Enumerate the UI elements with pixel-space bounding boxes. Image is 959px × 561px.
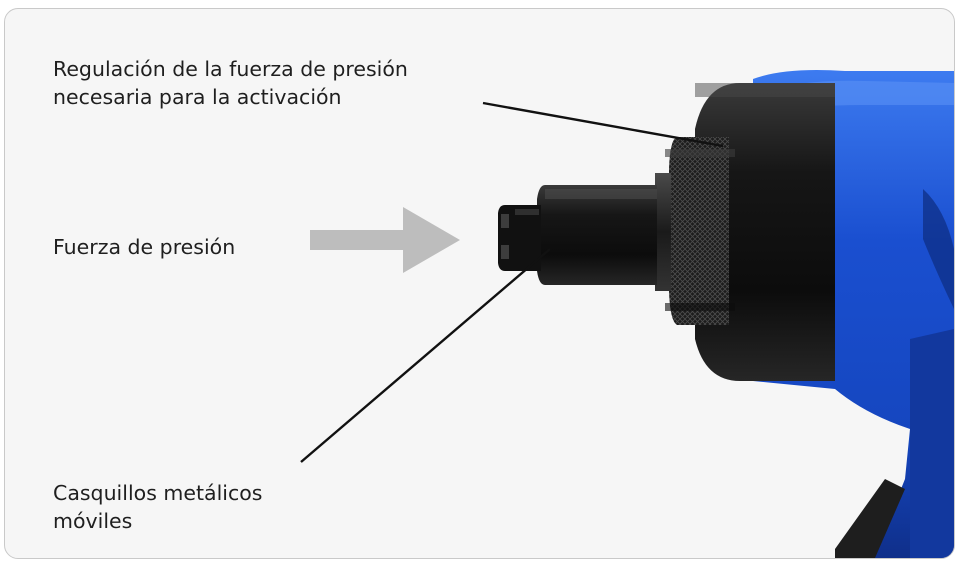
tool-handle: [835, 479, 905, 558]
metal-sleeves: [498, 205, 541, 271]
diagram-frame: Regulación de la fuerza de presión neces…: [4, 8, 955, 559]
label-casquillos-line2: móviles: [53, 509, 133, 533]
leader-line-casquillos: [300, 248, 551, 463]
tool-illustration: [300, 70, 954, 558]
nozzle-barrel: [537, 185, 657, 285]
label-casquillos: Casquillos metálicos móviles: [53, 479, 262, 535]
adjustment-ring: [665, 137, 735, 325]
label-regulacion: Regulación de la fuerza de presión neces…: [53, 55, 408, 111]
label-fuerza: Fuerza de presión: [53, 235, 236, 259]
right-arrow-icon: [310, 207, 460, 273]
leader-line-regulacion: [482, 101, 724, 148]
label-regulacion-line1: Regulación de la fuerza de presión: [53, 57, 408, 81]
label-regulacion-line2: necesaria para la activación: [53, 85, 342, 109]
label-casquillos-line1: Casquillos metálicos: [53, 481, 263, 505]
